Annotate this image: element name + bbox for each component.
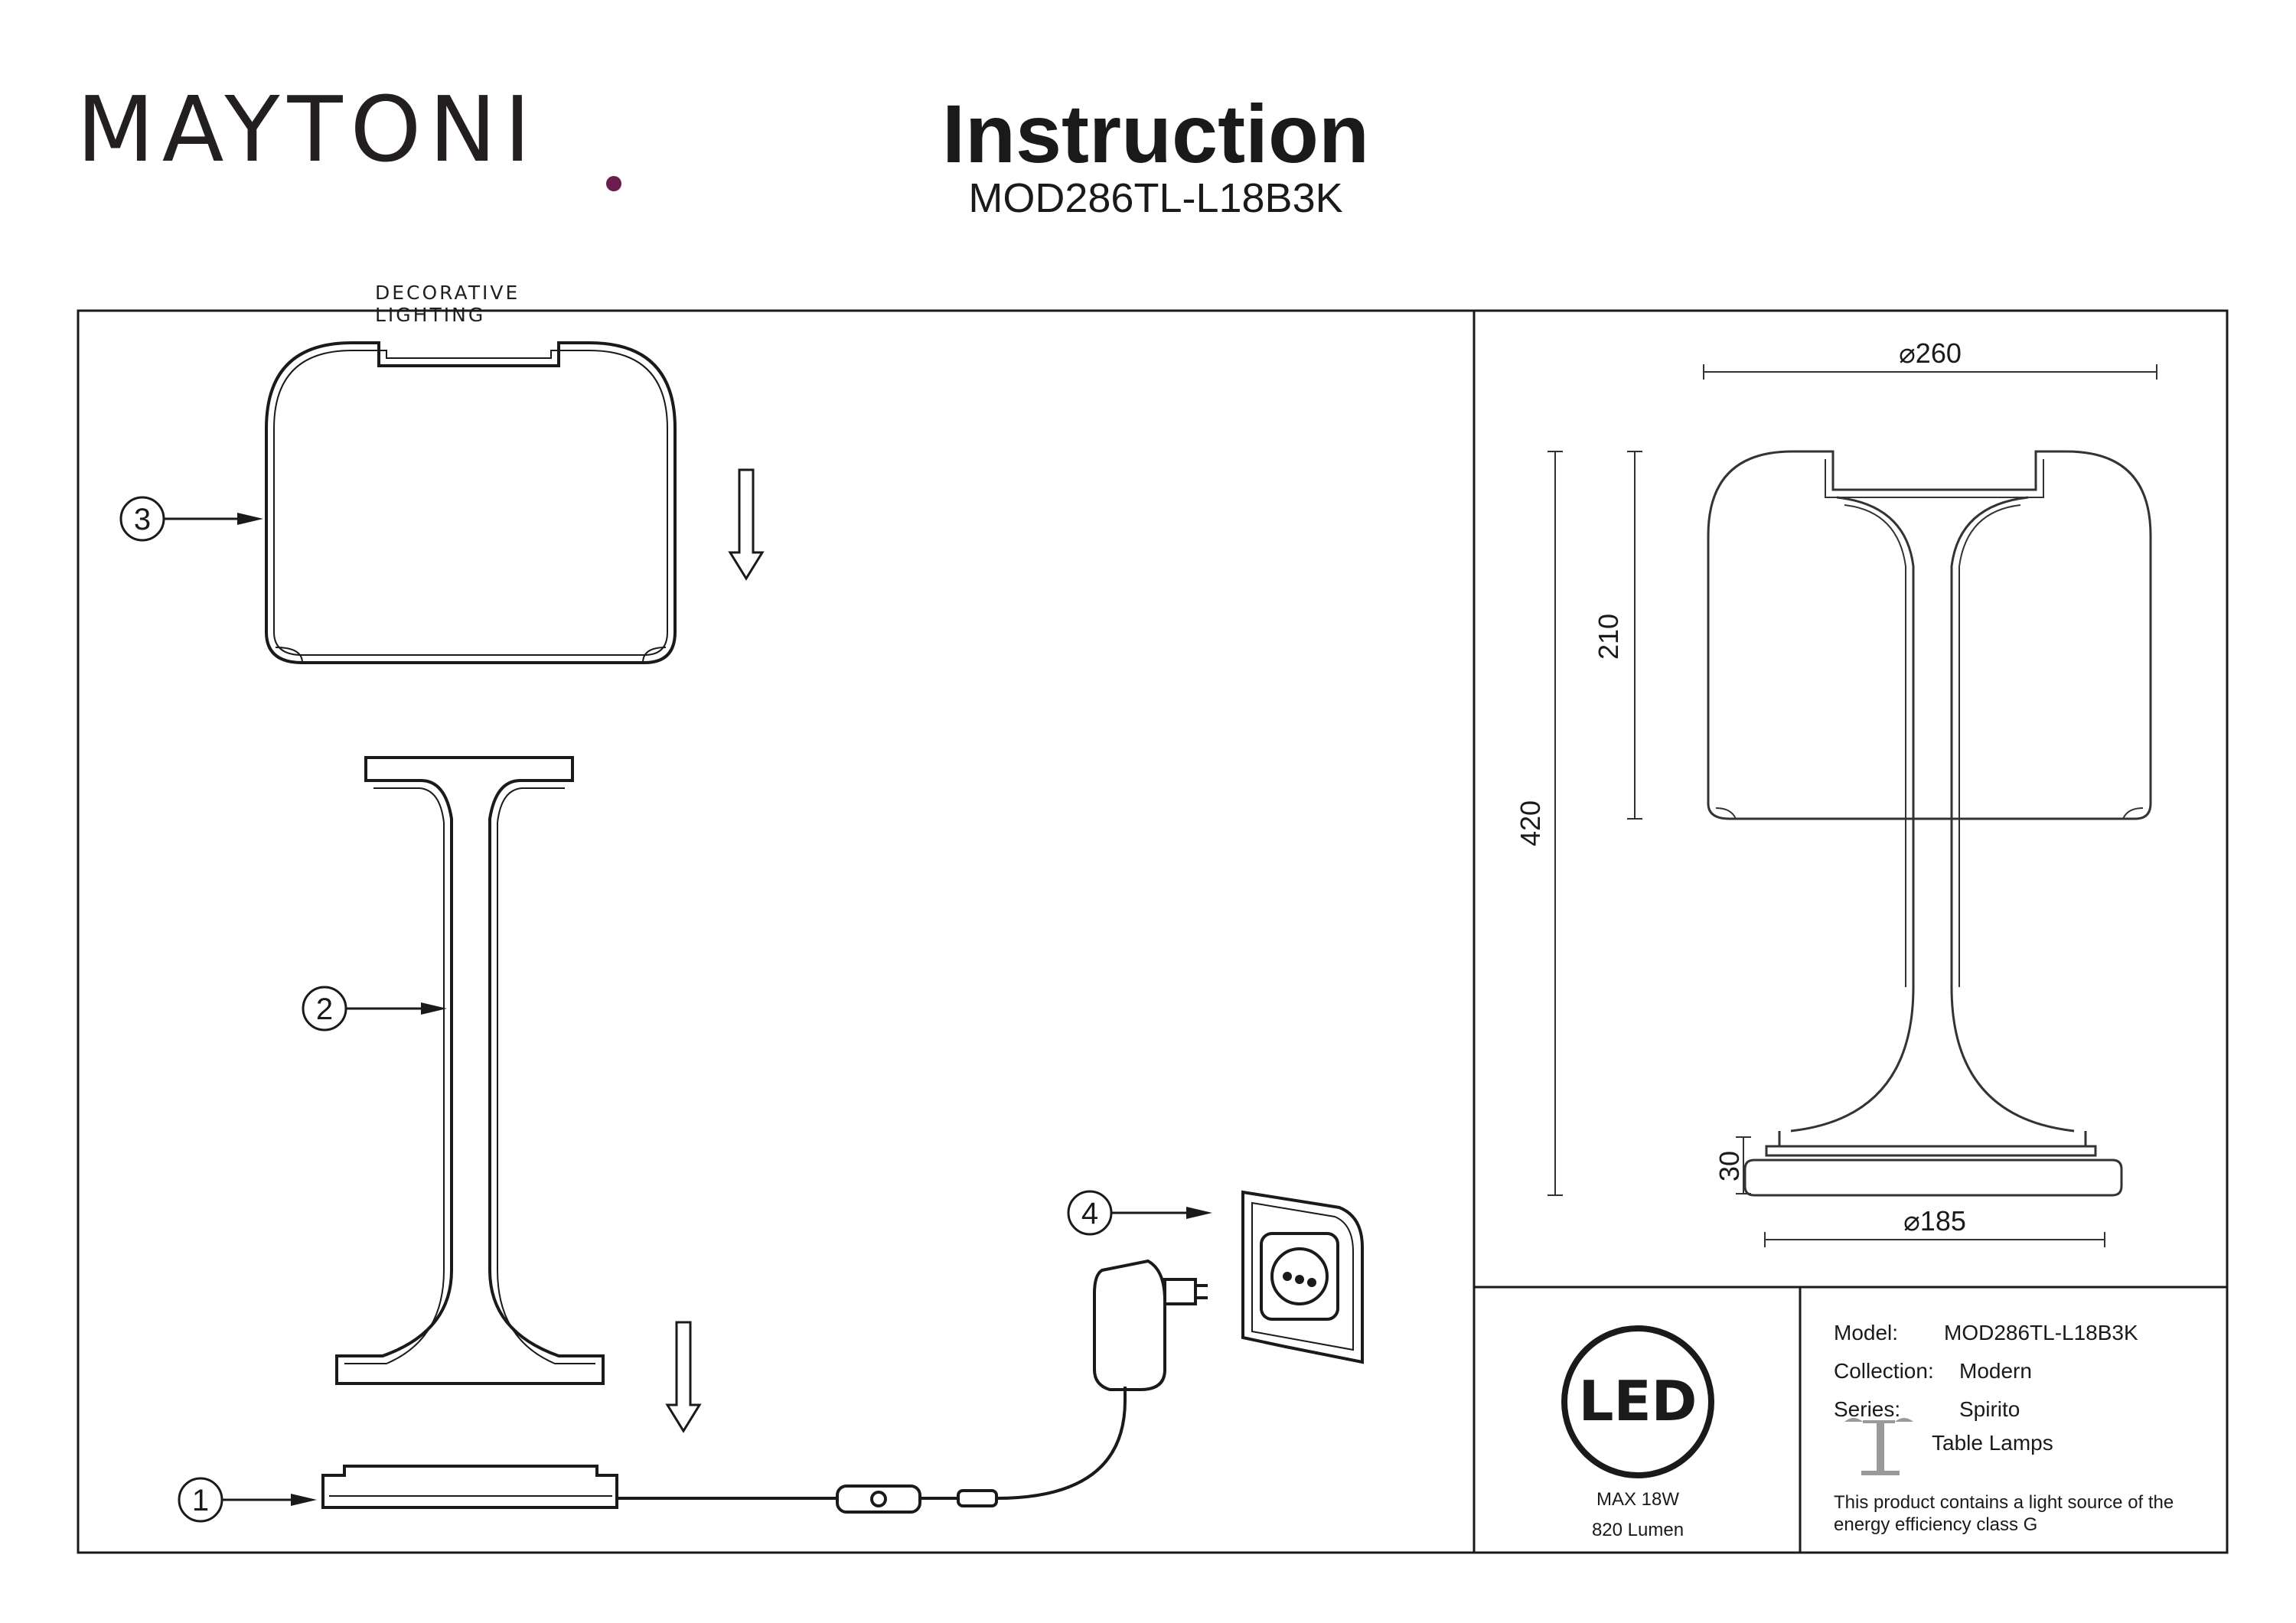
page-title: Instruction [942, 87, 1369, 180]
brand-logo: MAYTONI DECORATIVE LIGHTING [77, 77, 621, 326]
dimension-shade-diameter: ⌀260 [1899, 337, 1962, 369]
plug-adapter-drawing [1093, 1259, 1208, 1391]
callout-4 [1067, 1190, 1212, 1236]
callout-3 [119, 496, 263, 542]
energy-note: This product contains a light source of … [1834, 1492, 2174, 1535]
callout-4-number: 4 [1081, 1197, 1098, 1230]
dimension-drawing [1707, 450, 2152, 1197]
led-badge: LED [1561, 1325, 1714, 1478]
shade-drawing [265, 341, 677, 664]
type-value: Table Lamps [1932, 1431, 2053, 1455]
table-lamp-icon [1844, 1418, 1913, 1475]
brand-accent-dot [606, 176, 621, 191]
callout-3-number: 3 [134, 503, 151, 536]
base-drawing [321, 1387, 1127, 1514]
dimension-base-diameter: ⌀185 [1903, 1205, 1966, 1237]
callout-1-number: 1 [192, 1484, 209, 1517]
down-arrow-icon [665, 1321, 702, 1433]
callout-2-number: 2 [316, 992, 333, 1026]
brand-tagline: DECORATIVE LIGHTING [375, 282, 520, 326]
model-code: MOD286TL-L18B3K [968, 175, 1343, 221]
outer-frame [77, 309, 2229, 1554]
dimension-total-height: 420 [1515, 800, 1546, 846]
down-arrow-icon [728, 468, 765, 581]
model-value: MOD286TL-L18B3K [1944, 1321, 2138, 1344]
dimension-lines [1548, 364, 2157, 1247]
dimension-shade-height: 210 [1593, 614, 1624, 660]
led-lumen: 820 Lumen [1591, 1520, 1684, 1540]
series-label: Series: [1834, 1397, 1901, 1421]
callout-1 [178, 1477, 317, 1523]
series-value: Spirito [1959, 1397, 2020, 1421]
led-logo-text: LED [1579, 1369, 1698, 1433]
dimension-base-height: 30 [1714, 1151, 1745, 1181]
brand-name: MAYTONI [77, 77, 539, 182]
callout-2 [302, 986, 447, 1031]
collection-label: Collection: [1834, 1359, 1934, 1383]
collection-value: Modern [1959, 1359, 2032, 1383]
body-drawing [335, 756, 605, 1385]
wall-socket-icon [1241, 1190, 1364, 1364]
model-label: Model: [1834, 1321, 1899, 1344]
led-power: MAX 18W [1596, 1489, 1680, 1510]
